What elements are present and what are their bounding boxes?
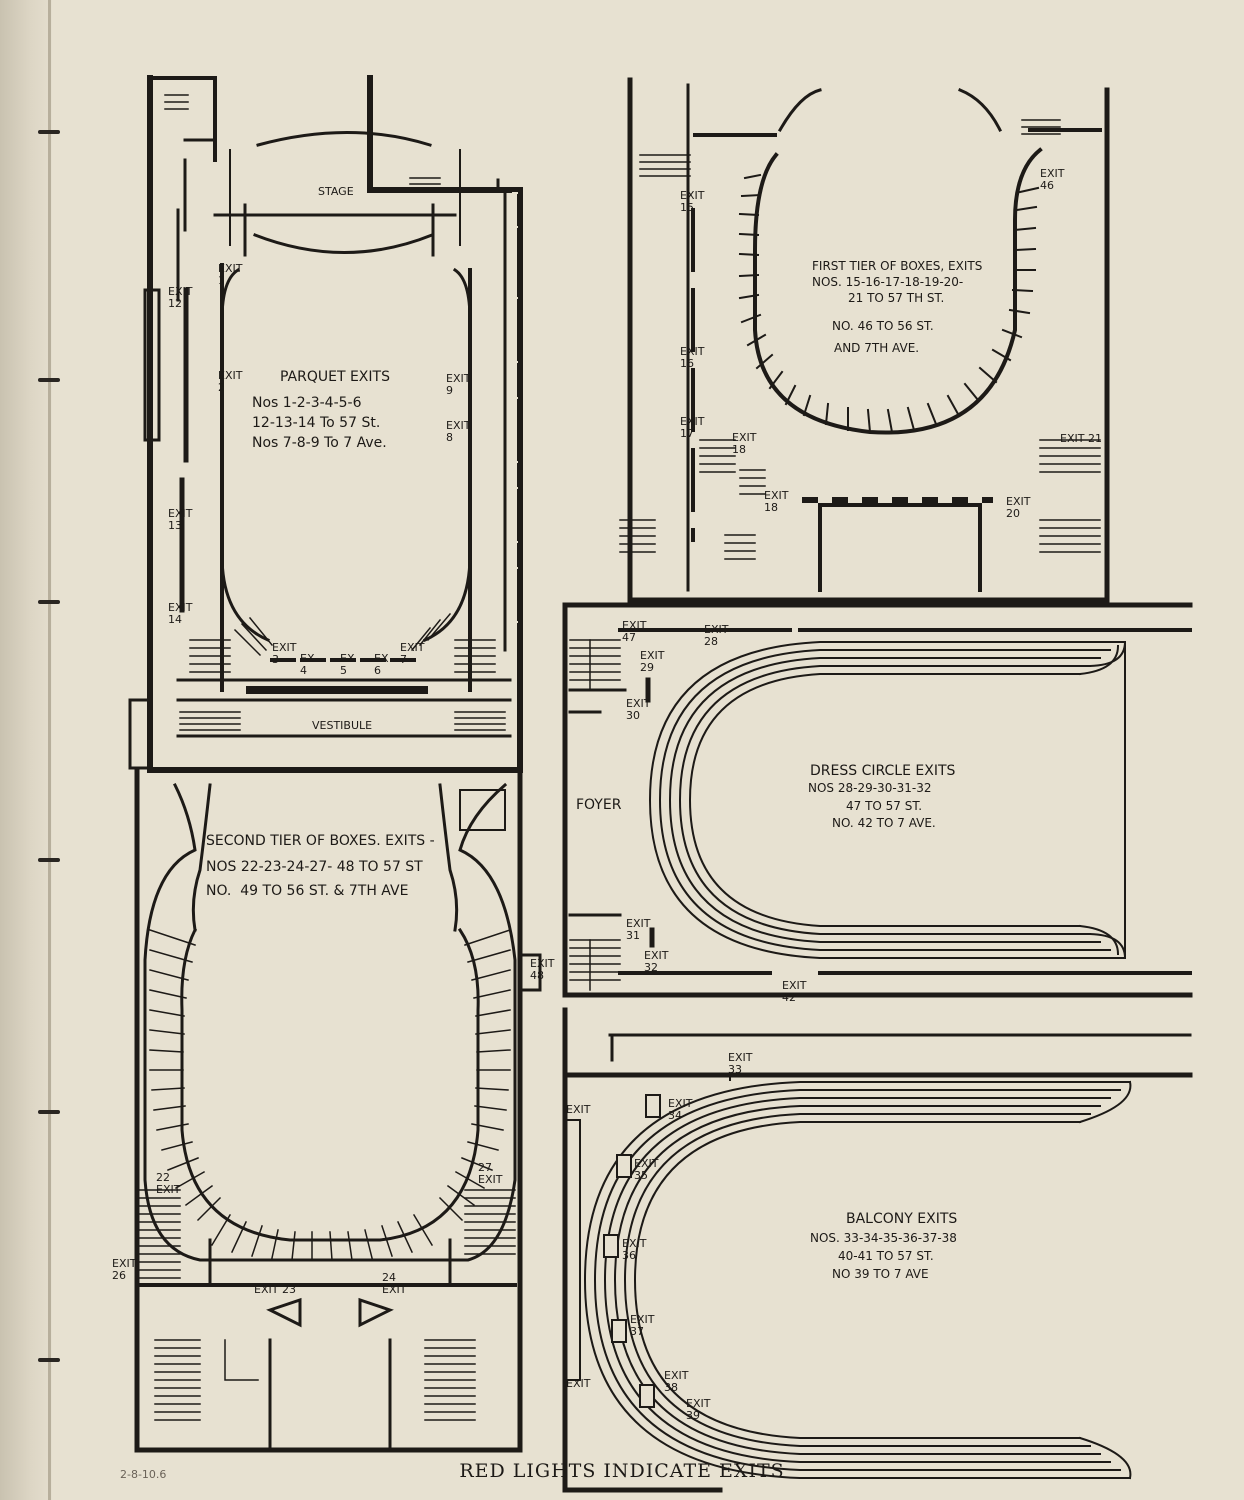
balcony-plan (562, 1007, 1193, 1493)
exit-40-label: EXIT (566, 1103, 591, 1116)
exit-18b-label: EXIT 18 (764, 489, 789, 514)
exit-20-label: EXIT 20 (1006, 495, 1031, 520)
second-tier-title: SECOND TIER OF BOXES. EXITS - (206, 833, 435, 849)
exit-23-label: EXIT 23 (254, 1283, 296, 1296)
exit-14-label: EXIT 14 (168, 601, 193, 626)
dress-circle-line3: NO. 42 TO 7 AVE. (832, 816, 936, 830)
parquet-exits-line1: Nos 1-2-3-4-5-6 (252, 395, 362, 411)
exit-27-label: 27 EXIT (478, 1161, 503, 1186)
binding-stitch (38, 600, 60, 604)
page-caption: RED LIGHTS INDICATE EXITS (459, 1460, 785, 1482)
dress-circle-plan (562, 602, 1193, 998)
exit-30-label: EXIT 30 (626, 697, 651, 722)
exit-3-label: EXIT 3 (272, 641, 297, 666)
exit-12-label: EXIT 12 (168, 285, 193, 310)
exit-1-label: EXIT 1 (218, 262, 243, 287)
binding-stitch (38, 1110, 60, 1114)
parquet-exits-line3: Nos 7-8-9 To 7 Ave. (252, 435, 387, 451)
dress-circle-title: DRESS CIRCLE EXITS (810, 763, 956, 779)
exit-33-label: EXIT 33 (728, 1051, 753, 1076)
parquet-plan (128, 75, 523, 773)
exit-26-label: EXIT 26 (112, 1257, 137, 1282)
exit-29-label: EXIT 29 (640, 649, 665, 674)
foyer-label: FOYER (576, 797, 622, 813)
exit-39-label: EXIT 39 (686, 1397, 711, 1422)
exit-17-label: EXIT 17 (680, 415, 705, 440)
second-tier-plan (134, 767, 542, 1453)
first-tier-plan (619, 77, 1110, 603)
exit-42-label: EXIT 42 (782, 979, 807, 1004)
vestibule-label: VESTIBULE (312, 719, 373, 732)
exit-35-label: EXIT 35 (634, 1157, 659, 1182)
exit-21-label: EXIT 21 (1060, 432, 1102, 445)
exit-7-label: EXIT 7 (400, 641, 425, 666)
dress-circle-line1: NOS 28-29-30-31-32 (808, 781, 932, 795)
exit-6-label: EX 6 (374, 652, 389, 677)
exit-18a-label: EXIT 18 (732, 431, 757, 456)
exit-24-label: 24 EXIT (382, 1271, 407, 1296)
parquet-exits-line2: 12-13-14 To 57 St. (252, 415, 381, 431)
binding-fold (48, 0, 51, 1500)
balcony-title: BALCONY EXITS (846, 1211, 958, 1227)
balcony-line2: 40-41 TO 57 ST. (838, 1249, 934, 1263)
binding-stitch (38, 858, 60, 862)
stage-label: STAGE (318, 185, 354, 198)
exit-38-label: EXIT 38 (664, 1369, 689, 1394)
exit-22-label: 22 EXIT (156, 1171, 181, 1196)
binding-edge (0, 0, 52, 1500)
exit-13-label: EXIT 13 (168, 507, 193, 532)
exit-8-label: EXIT 8 (446, 419, 471, 444)
exit-28-label: EXIT 28 (704, 623, 729, 648)
exit-46-label: EXIT 46 (1040, 167, 1065, 192)
exit-32-label: EXIT 32 (644, 949, 669, 974)
binding-stitch (38, 1358, 60, 1362)
exit-16-label: EXIT 16 (680, 345, 705, 370)
binding-stitch (38, 130, 60, 134)
exit-2-label: EXIT 2 (218, 369, 243, 394)
second-tier-line1: NOS 22-23-24-27- 48 TO 57 ST (206, 859, 423, 875)
binding-stitch (38, 378, 60, 382)
exit-9-label: EXIT 9 (446, 372, 471, 397)
balcony-line3: NO 39 TO 7 AVE (832, 1267, 929, 1281)
first-tier-line3: NO. 46 TO 56 ST. (832, 319, 934, 333)
exit-41-label: EXIT (566, 1377, 591, 1390)
exit-4-label: EX 4 (300, 652, 315, 677)
exit-31-label: EXIT 31 (626, 917, 651, 942)
second-tier-line2: NO. 49 TO 56 ST. & 7TH AVE (206, 883, 409, 899)
parquet-exits-title: PARQUET EXITS (280, 369, 390, 385)
first-tier-line2: 21 TO 57 TH ST. (848, 291, 945, 305)
exit-48-label: EXIT 48 (530, 957, 555, 982)
first-tier-line1: NOS. 15-16-17-18-19-20- (812, 275, 964, 289)
dress-circle-line2: 47 TO 57 ST. (846, 799, 923, 813)
exit-34-label: EXIT 34 (668, 1097, 693, 1122)
exit-37-label: EXIT 37 (630, 1313, 655, 1338)
first-tier-title: FIRST TIER OF BOXES, EXITS (812, 259, 983, 273)
exit-47-label: EXIT 47 (622, 619, 647, 644)
exit-5-label: EX 5 (340, 652, 355, 677)
pencil-note: 2-8-10.6 (120, 1468, 167, 1481)
exit-15-label: EXIT 15 (680, 189, 705, 214)
first-tier-line4: AND 7TH AVE. (834, 341, 920, 355)
exit-36-label: EXIT 36 (622, 1237, 647, 1262)
balcony-line1: NOS. 33-34-35-36-37-38 (810, 1231, 957, 1245)
